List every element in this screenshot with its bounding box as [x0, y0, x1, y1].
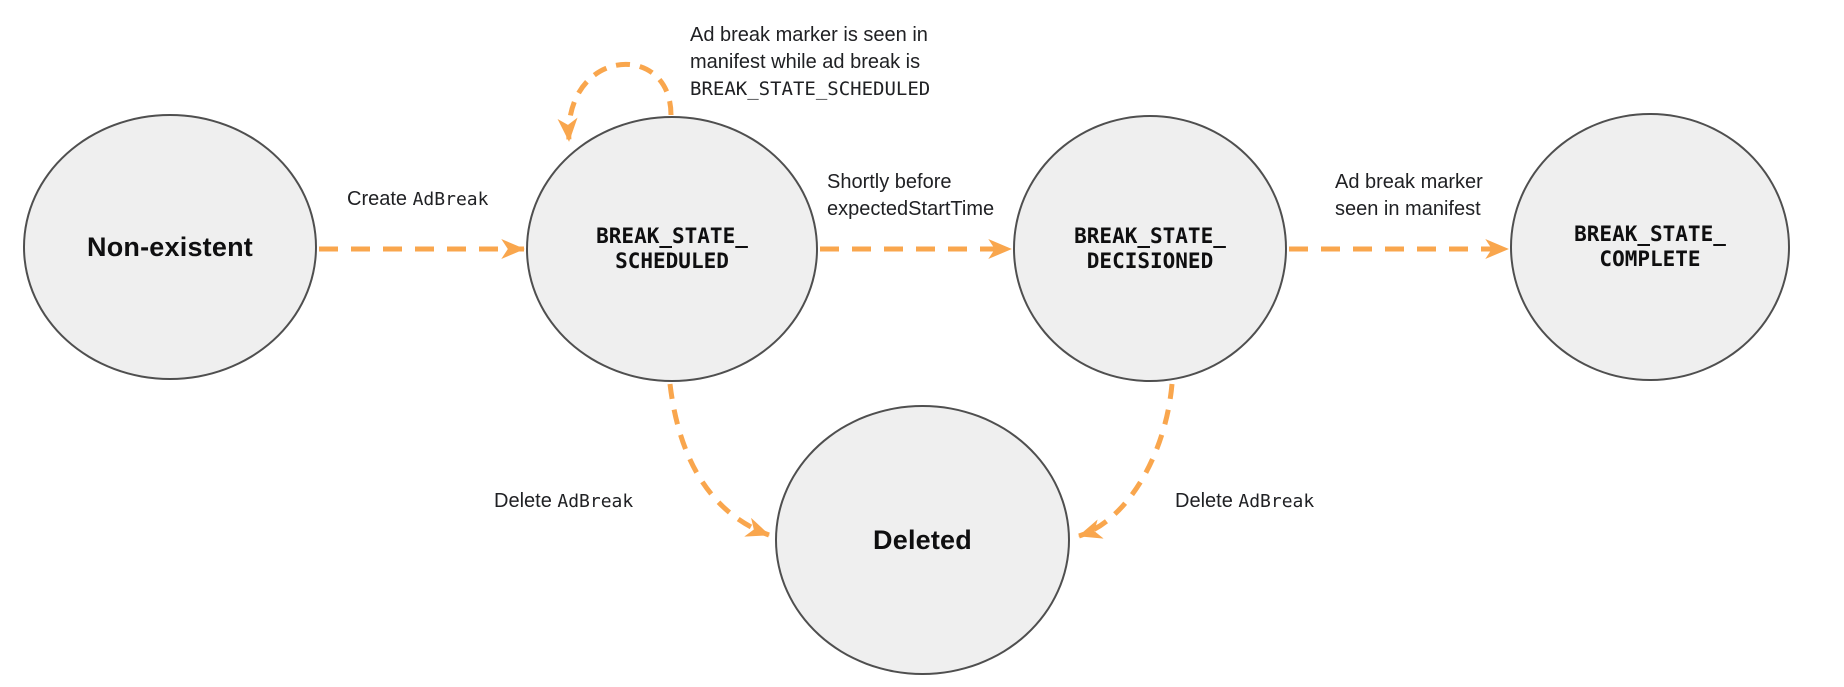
- state-node-break-state-decisioned: BREAK_STATE_ DECISIONED: [1013, 115, 1287, 382]
- edge-label-create-adbreak: Create AdBreak: [347, 186, 488, 213]
- edge-label-text: Create: [347, 188, 413, 210]
- edge-label-line: Ad break marker is seen in: [690, 24, 928, 46]
- edge-label-code: AdBreak: [1238, 491, 1315, 512]
- edge-label-delete-adbreak-left: Delete AdBreak: [494, 488, 633, 515]
- edge-label-line: manifest while ad break is: [690, 51, 921, 73]
- state-label-line: BREAK_STATE_: [1574, 222, 1726, 246]
- edge-label-code: AdBreak: [557, 491, 634, 512]
- edge-label-code: expectedStartTime: [827, 198, 995, 220]
- edge-label-line: Ad break marker: [1335, 171, 1483, 193]
- state-label-line: BREAK_STATE_: [596, 224, 748, 248]
- state-node-break-state-complete: BREAK_STATE_ COMPLETE: [1510, 113, 1790, 381]
- edge-label-self-loop: Ad break marker is seen in manifest whil…: [690, 22, 930, 103]
- state-label-non-existent: Non-existent: [87, 231, 253, 262]
- edge-label-text: Delete: [1175, 490, 1239, 512]
- state-label-line: BREAK_STATE_: [1074, 223, 1226, 248]
- edge-delete-from-scheduled-arrow: [667, 383, 770, 538]
- edge-label-delete-adbreak-right: Delete AdBreak: [1175, 488, 1314, 515]
- state-label-break-state-complete: BREAK_STATE_ COMPLETE: [1574, 222, 1726, 272]
- edge-delete-from-decisioned-arrow: [1078, 383, 1175, 539]
- state-label-line: COMPLETE: [1599, 247, 1701, 271]
- state-node-deleted: Deleted: [775, 405, 1070, 675]
- state-label-break-state-scheduled: BREAK_STATE_ SCHEDULED: [596, 224, 748, 274]
- edge-label-marker-seen: Ad break marker seen in manifest: [1335, 169, 1483, 223]
- state-label-deleted: Deleted: [873, 524, 972, 555]
- edge-label-line: seen in manifest: [1335, 198, 1481, 220]
- state-node-non-existent: Non-existent: [23, 114, 317, 380]
- state-label-line: DECISIONED: [1086, 248, 1214, 273]
- state-node-break-state-scheduled: BREAK_STATE_ SCHEDULED: [526, 116, 818, 382]
- edge-label-code: BREAK_STATE_SCHEDULED: [690, 78, 931, 100]
- edge-label-shortly-before: Shortly before expectedStartTime: [827, 169, 994, 223]
- edge-label-line: Shortly before: [827, 171, 952, 193]
- edge-label-text: Delete: [494, 490, 558, 512]
- edge-label-code: AdBreak: [412, 189, 489, 210]
- state-label-line: SCHEDULED: [615, 249, 729, 273]
- state-label-break-state-decisioned: BREAK_STATE_ DECISIONED: [1074, 224, 1226, 274]
